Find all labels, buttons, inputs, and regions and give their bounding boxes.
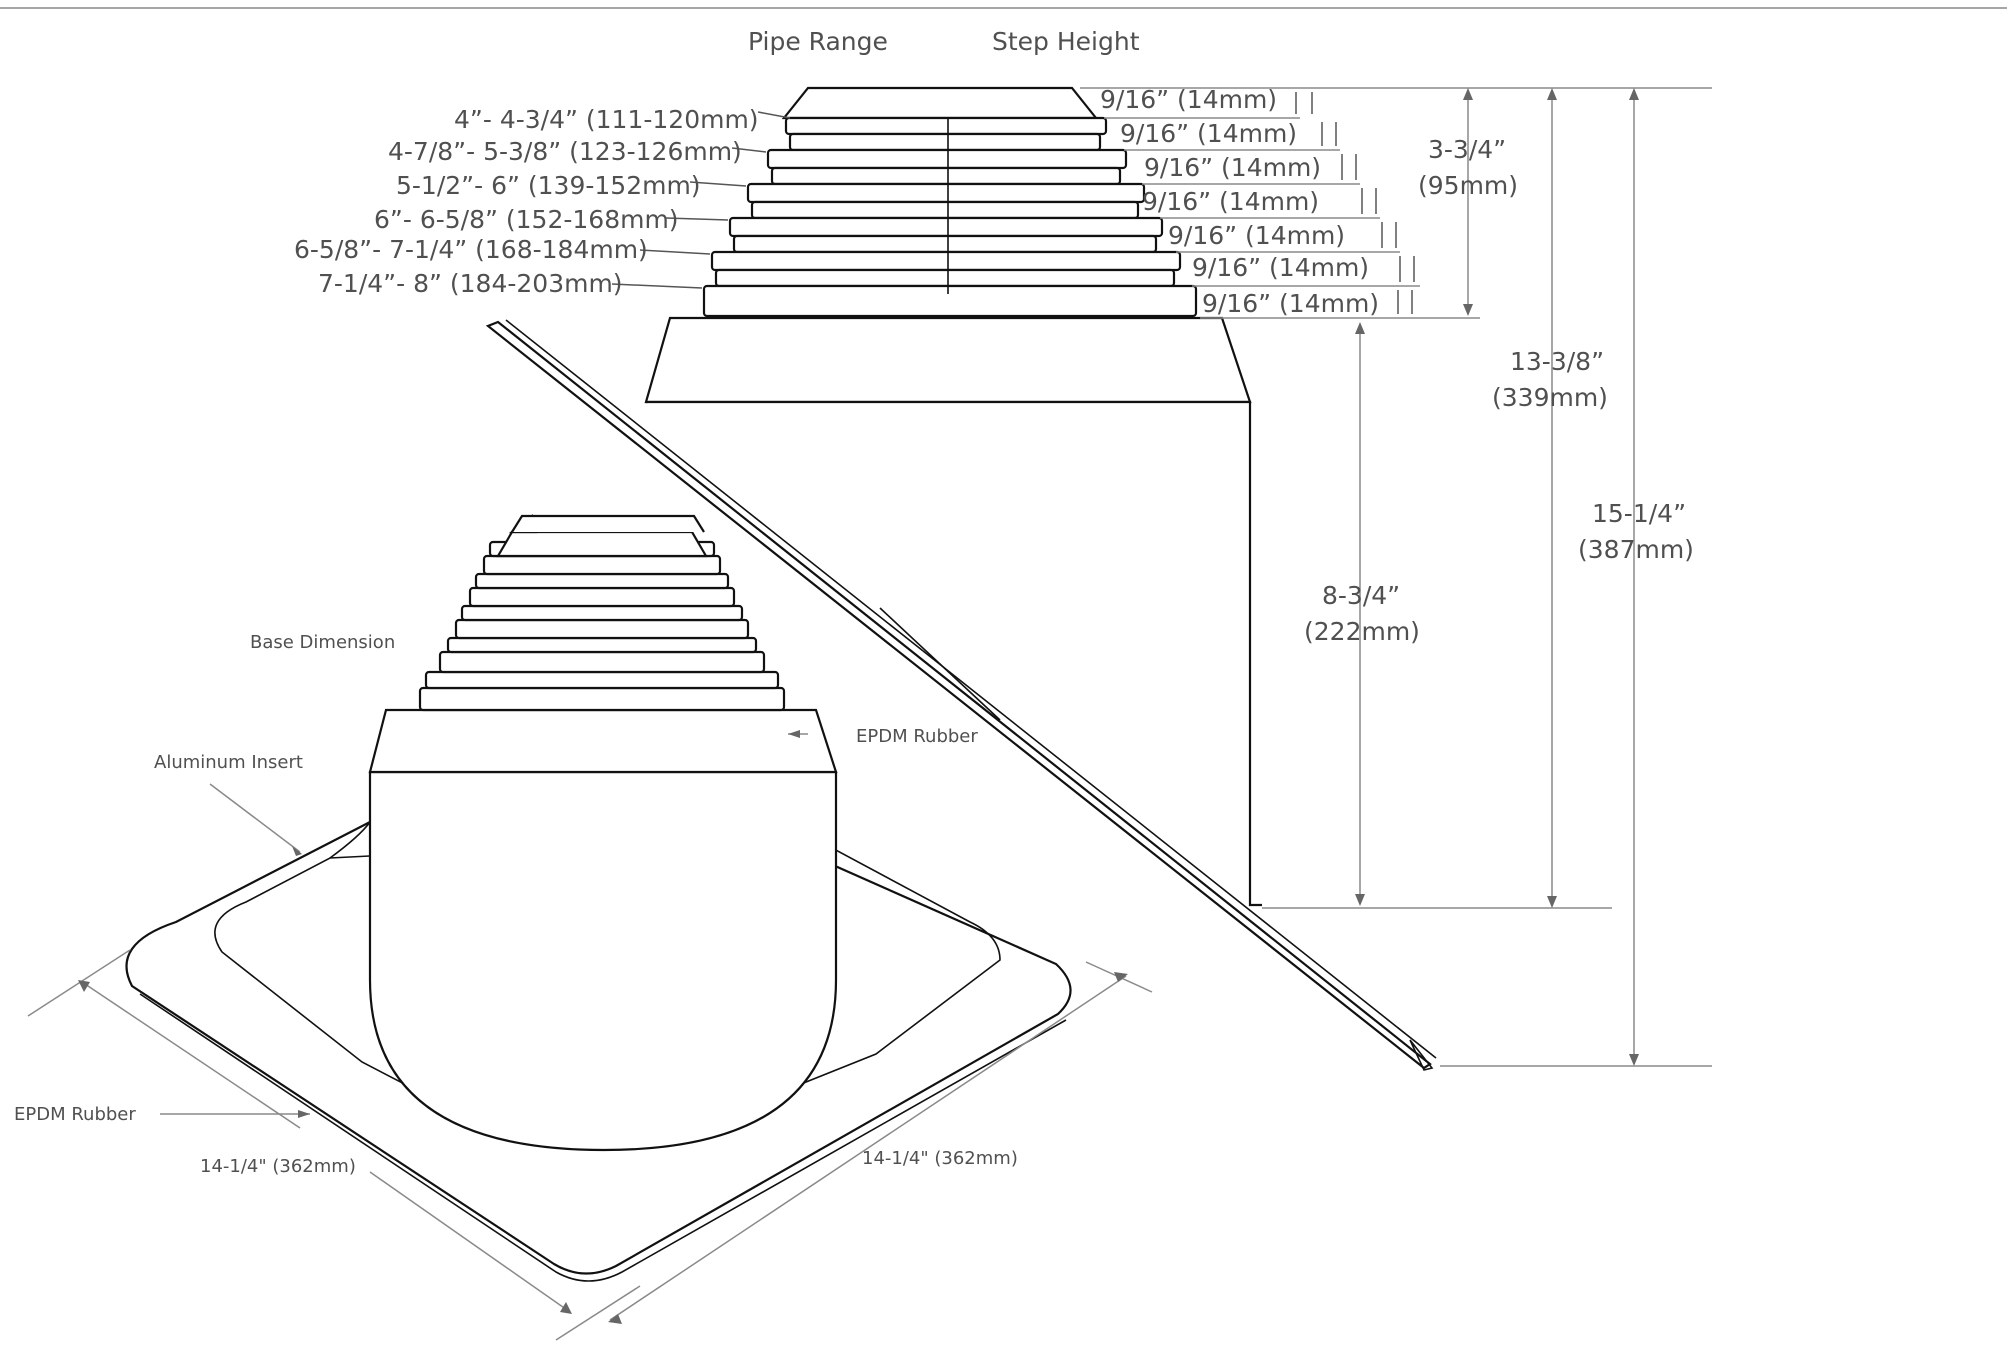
step-height-label: 9/16” (14mm)	[1202, 289, 1379, 318]
total-height-mm: (387mm)	[1578, 535, 1694, 564]
overall-height-in: 13-3/8”	[1510, 347, 1604, 376]
pipe-range-labels: 4”- 4-3/4” (111-120mm) 4-7/8”- 5-3/8” (1…	[294, 105, 759, 298]
pipe-range-label: 5-1/2”- 6” (139-152mm)	[396, 171, 701, 200]
pipe-range-label: 4”- 4-3/4” (111-120mm)	[454, 105, 759, 134]
step-height-label: 9/16” (14mm)	[1100, 85, 1277, 114]
epdm-rubber-top-label: EPDM Rubber	[856, 726, 978, 747]
step-height-label: 9/16” (14mm)	[1168, 221, 1345, 250]
epdm-rubber-bottom-label: EPDM Rubber	[14, 1104, 136, 1125]
pipe-range-leaders	[611, 111, 791, 289]
total-height-in: 15-1/4”	[1592, 499, 1686, 528]
base-callout-lines	[27, 730, 1153, 1341]
base-dimension-label: Base Dimension	[250, 632, 395, 653]
step-total-in: 3-3/4”	[1428, 135, 1506, 164]
pipe-range-label: 4-7/8”- 5-3/8” (123-126mm)	[388, 137, 742, 166]
pipe-range-label: 6-5/8”- 7-1/4” (168-184mm)	[294, 235, 648, 264]
base-left-dimension-label: 14-1/4" (362mm)	[200, 1156, 356, 1177]
body-height-dimension	[1262, 322, 1612, 909]
body-height-mm: (222mm)	[1304, 617, 1420, 646]
step-height-labels: 9/16” (14mm) 9/16” (14mm) 9/16” (14mm) 9…	[1100, 85, 1379, 318]
step-height-label: 9/16” (14mm)	[1144, 153, 1321, 182]
pipe-range-header: Pipe Range	[748, 27, 888, 56]
total-height-dimension	[1440, 88, 1712, 1067]
step-total-dimension	[1463, 88, 1473, 316]
step-height-label: 9/16” (14mm)	[1192, 253, 1369, 282]
isometric-base-view	[125, 514, 1072, 1282]
pipe-range-label: 6”- 6-5/8” (152-168mm)	[374, 205, 679, 234]
base-right-dimension-label: 14-1/4" (362mm)	[862, 1148, 1018, 1169]
overall-height-dimension	[1547, 88, 1557, 908]
side-elevation-view	[485, 86, 1437, 1071]
body-height-in: 8-3/4”	[1322, 581, 1400, 610]
step-height-ticks	[1080, 87, 1712, 319]
aluminum-insert-label: Aluminum Insert	[154, 752, 303, 773]
step-height-header: Step Height	[992, 27, 1140, 56]
overall-height-mm: (339mm)	[1492, 383, 1608, 412]
step-total-mm: (95mm)	[1418, 171, 1518, 200]
pipe-range-label: 7-1/4”- 8” (184-203mm)	[318, 269, 623, 298]
step-height-label: 9/16” (14mm)	[1120, 119, 1297, 148]
step-height-label: 9/16” (14mm)	[1142, 187, 1319, 216]
